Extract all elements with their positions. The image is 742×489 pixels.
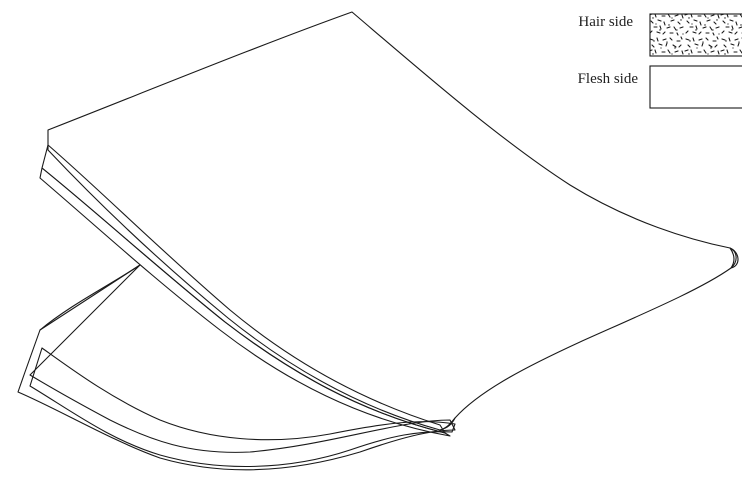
legend-swatch-flesh-side bbox=[650, 66, 742, 108]
legend-label-flesh-side: Flesh side bbox=[578, 71, 639, 87]
legend-swatch-hair-side bbox=[650, 14, 742, 56]
legend-label-hair-side: Hair side bbox=[578, 14, 633, 30]
lower-leaf-edge bbox=[40, 265, 140, 330]
legend: Hair side Flesh side bbox=[578, 14, 742, 108]
lower-leaf-flesh-side bbox=[18, 265, 455, 470]
